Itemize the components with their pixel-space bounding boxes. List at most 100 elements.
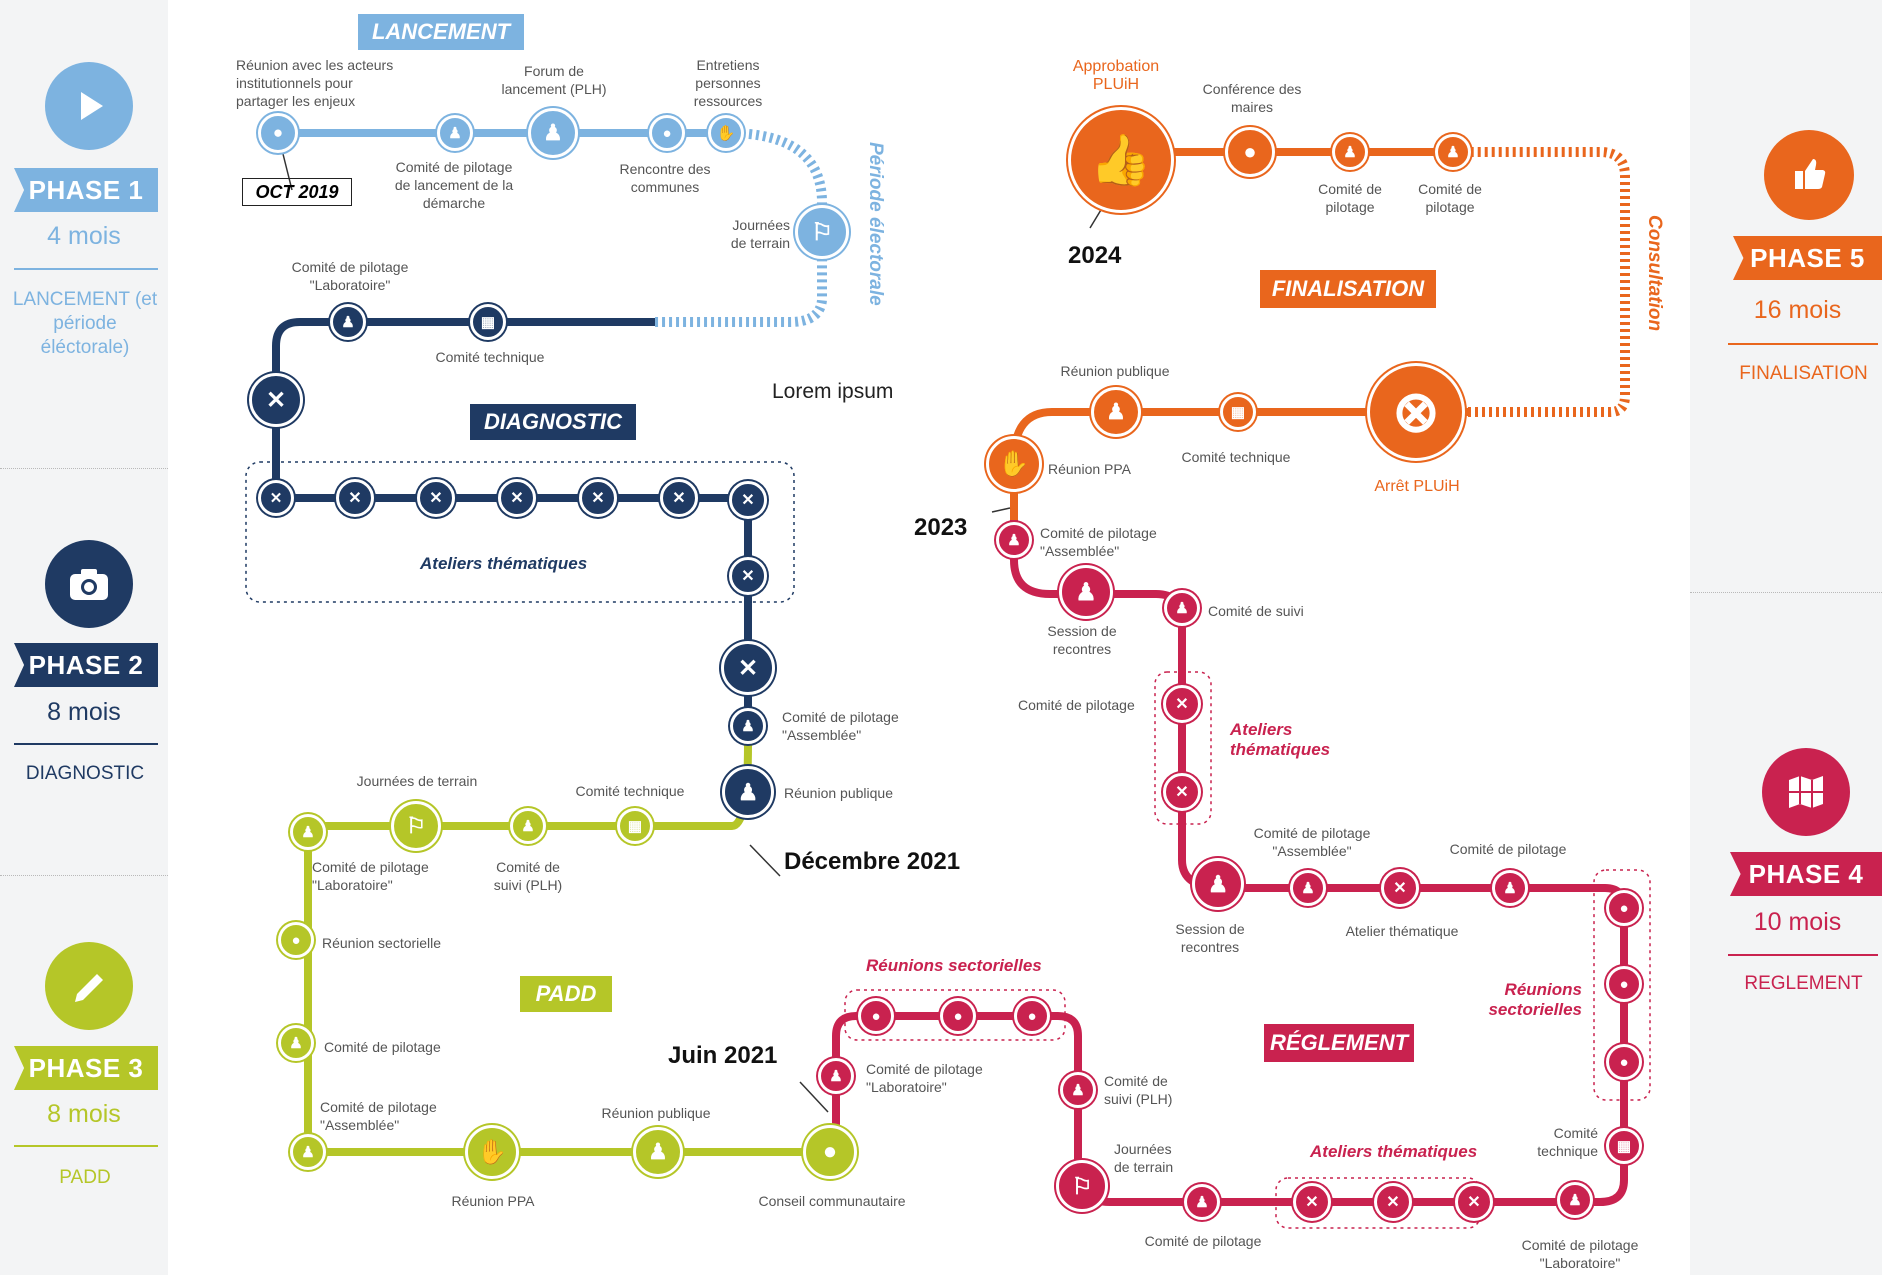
people-icon: ♟ bbox=[278, 1025, 314, 1061]
handshake-icon: ✋ bbox=[986, 436, 1042, 492]
label-comite-tech: Comité technique bbox=[575, 783, 685, 799]
people-icon: ♟ bbox=[437, 115, 473, 151]
label-session: Session de recontres bbox=[1047, 623, 1117, 657]
label-comite-tech: Comité technique bbox=[1181, 449, 1291, 465]
cross-icon: ✕ bbox=[729, 481, 767, 519]
diagnostic-tag: DIAGNOSTIC bbox=[470, 404, 636, 440]
label-journees: Journées de terrain bbox=[356, 773, 478, 789]
people-icon: ♟ bbox=[996, 522, 1032, 558]
people-icon: ♟ bbox=[330, 304, 366, 340]
thumbs-up-icon bbox=[1764, 130, 1854, 220]
label-comite-suivi: Comité de suivi bbox=[1208, 603, 1304, 619]
ateliers-thematiques-label: Ateliers thématiques bbox=[420, 554, 588, 573]
ateliers-thematiques-label: Ateliers thématiques bbox=[1310, 1142, 1478, 1161]
phase-5-name: FINALISATION bbox=[1739, 363, 1868, 384]
label-comite-tech: Comité technique bbox=[1537, 1125, 1598, 1159]
label-copil-assemblee: Comité de pilotage "Assemblée" bbox=[320, 1099, 437, 1133]
label-reunion-publique: Réunion publique bbox=[784, 785, 893, 801]
label-copil: Comité de pilotage bbox=[1318, 181, 1382, 215]
camera-icon bbox=[45, 540, 133, 628]
label-reunion-publique: Réunion publique bbox=[1060, 363, 1170, 379]
cross-icon: ✕ bbox=[721, 641, 775, 695]
label-copil: Comité de pilotage bbox=[1418, 181, 1482, 215]
label-atelier-thematique: Atelier thématique bbox=[1345, 923, 1459, 939]
chart-icon: ▦ bbox=[1220, 394, 1256, 430]
divider bbox=[14, 743, 158, 745]
label-reunion-ppa: Réunion PPA bbox=[451, 1193, 535, 1209]
cross-icon: ✕ bbox=[336, 479, 374, 517]
chart-icon: ▦ bbox=[470, 304, 506, 340]
divider bbox=[14, 268, 158, 270]
cross-icon: ✕ bbox=[498, 479, 536, 517]
label-copil: Comité de pilotage bbox=[1144, 1233, 1262, 1249]
meeting-icon: ● bbox=[803, 1125, 857, 1179]
cross-icon: ✕ bbox=[579, 479, 617, 517]
label-copil-assemblee: Comité de pilotage "Assemblée" bbox=[782, 709, 899, 743]
cross-icon: ✕ bbox=[1163, 773, 1201, 811]
pencil-icon bbox=[45, 942, 133, 1030]
label-comite-suivi-plh: Comité de suivi (PLH) bbox=[1104, 1073, 1173, 1107]
cross-icon: ✕ bbox=[258, 480, 294, 516]
divider bbox=[1728, 954, 1878, 956]
phase-4-label: PHASE 4 bbox=[1730, 852, 1882, 896]
lancement-tag: LANCEMENT bbox=[358, 14, 524, 50]
cross-icon: ✕ bbox=[249, 373, 303, 427]
finalisation-tag: FINALISATION bbox=[1260, 270, 1436, 308]
label-entretiens: Entretiens personnes ressources bbox=[693, 57, 763, 109]
label-reunion-acteurs: Réunion avec les acteurs institutionnels… bbox=[236, 57, 394, 109]
cross-icon: ✕ bbox=[1374, 1183, 1412, 1221]
people-icon: ♟ bbox=[1557, 1182, 1593, 1218]
consultation-label: Consultation bbox=[1644, 215, 1665, 332]
label-copil: Comité de pilotage bbox=[324, 1039, 441, 1055]
label-copil-labo: Comité de pilotage "Laboratoire" bbox=[1521, 1237, 1639, 1271]
divider bbox=[0, 875, 168, 876]
map-icon bbox=[1762, 748, 1850, 836]
cross-icon: ✕ bbox=[729, 557, 767, 595]
meeting-icon: ● bbox=[1225, 127, 1275, 177]
label-copil-assemblee: Comité de pilotage "Assemblée" bbox=[1040, 525, 1157, 559]
label-approbation: Approbation PLUiH bbox=[1072, 58, 1160, 93]
people-icon: ♟ bbox=[290, 1134, 326, 1170]
label-reunion-sect: Réunion sectorielle bbox=[322, 935, 442, 951]
meeting-icon: ● bbox=[1606, 1044, 1642, 1080]
people-icon: ♟ bbox=[528, 108, 578, 158]
handshake-icon: ✋ bbox=[708, 115, 744, 151]
phase-3-duration: 8 mois bbox=[47, 1100, 121, 1128]
date-2024: 2024 bbox=[1068, 242, 1122, 269]
phase-2-duration: 8 mois bbox=[47, 698, 121, 726]
people-icon: ♟ bbox=[290, 814, 326, 850]
label-comite-lancement: Comité de pilotage de lancement de la dé… bbox=[394, 159, 514, 211]
phase-1-label: PHASE 1 bbox=[14, 168, 158, 212]
people-icon: ♟ bbox=[818, 1058, 854, 1094]
date-juin-2021: Juin 2021 bbox=[668, 1042, 778, 1069]
label-forum: Forum de lancement (PLH) bbox=[501, 63, 607, 97]
lorem-ipsum-text: Lorem ipsum bbox=[772, 380, 894, 403]
label-comite-tech: Comité technique bbox=[435, 349, 545, 365]
walker-icon: ⚐ bbox=[1056, 1160, 1108, 1212]
label-conference: Conférence des maires bbox=[1202, 81, 1302, 115]
date-2023: 2023 bbox=[914, 514, 968, 541]
walker-icon: ⚐ bbox=[795, 205, 849, 259]
meeting-icon: ● bbox=[649, 115, 685, 151]
cross-icon: ✕ bbox=[1381, 869, 1419, 907]
chart-icon: ▦ bbox=[1606, 1128, 1642, 1164]
phase-3-label: PHASE 3 bbox=[14, 1046, 158, 1090]
phase-3-name: PADD bbox=[59, 1167, 111, 1188]
people-icon: ♟ bbox=[1184, 1184, 1220, 1220]
walker-icon: ⚐ bbox=[391, 801, 441, 851]
people-icon: ♟ bbox=[730, 708, 766, 744]
label-copil-assemblee: Comité de pilotage "Assemblée" bbox=[1253, 825, 1371, 859]
date-decembre-2021: Décembre 2021 bbox=[784, 848, 961, 875]
phase-5-duration: 16 mois bbox=[1753, 296, 1842, 324]
people-icon: ♟ bbox=[510, 808, 546, 844]
phase-5-label: PHASE 5 bbox=[1733, 236, 1882, 280]
ateliers-group-box bbox=[245, 461, 795, 603]
xcirc-icon: ⊗ bbox=[1367, 363, 1465, 461]
cross-icon: ✕ bbox=[417, 479, 455, 517]
phase-2-label: PHASE 2 bbox=[14, 643, 158, 687]
label-copil-labo: Comité de pilotage "Laboratoire" bbox=[312, 859, 429, 893]
cross-icon: ✕ bbox=[1455, 1183, 1493, 1221]
label-copil: Comité de pilotage bbox=[1449, 841, 1567, 857]
label-copil-labo: Comité de pilotage "Laboratoire" bbox=[866, 1061, 983, 1095]
phase-4-name: REGLEMENT bbox=[1744, 973, 1863, 994]
